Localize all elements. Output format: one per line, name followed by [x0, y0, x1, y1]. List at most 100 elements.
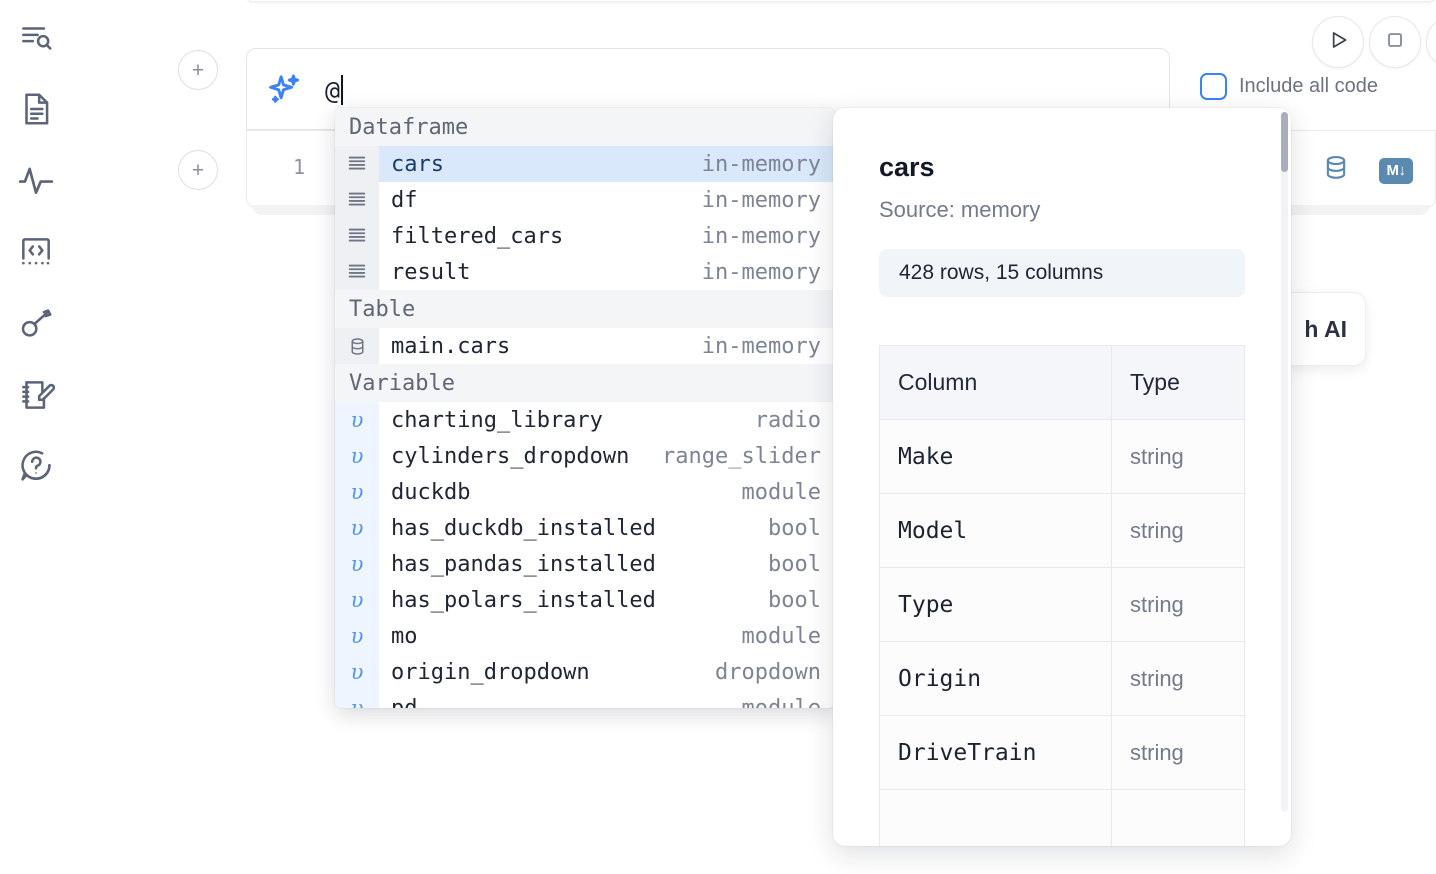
column-name-cell: Model: [879, 493, 1112, 568]
sparkle-ai-icon: [267, 72, 303, 108]
autocomplete-item[interactable]: υ cylinders_dropdown range_slider: [335, 438, 835, 474]
autocomplete-item[interactable]: υ has_pandas_installed bool: [335, 546, 835, 582]
stop-square-icon: [1382, 27, 1408, 58]
column-type-cell: [1111, 789, 1245, 846]
autocomplete-item-type: module: [741, 623, 821, 649]
autocomplete-item-label: filtered_cars: [391, 223, 564, 249]
autocomplete-item-type: module: [741, 479, 821, 505]
more-options-button[interactable]: [1426, 16, 1436, 68]
autocomplete-item-type: bool: [768, 587, 821, 613]
autocomplete-item-type: in-memory: [701, 223, 821, 249]
autocomplete-item-label: charting_library: [391, 407, 603, 433]
autocomplete-item[interactable]: υ has_polars_installed bool: [335, 582, 835, 618]
dataframe-detail-panel: cars Source: memory 428 rows, 15 columns…: [833, 108, 1291, 846]
dataframe-rows-icon: [335, 218, 379, 254]
sidebar-item-explore[interactable]: [14, 16, 58, 60]
stop-button[interactable]: [1369, 16, 1421, 68]
scratchpad-edit-icon: [17, 376, 55, 414]
ai-prompt-value: @: [325, 75, 341, 105]
play-icon: [1325, 27, 1351, 58]
include-all-code-checkbox[interactable]: [1200, 73, 1227, 100]
autocomplete-item-label: has_pandas_installed: [391, 551, 656, 577]
autocomplete-item-type: in-memory: [701, 187, 821, 213]
autocomplete-item-type: bool: [768, 515, 821, 541]
autocomplete-group-header: Variable: [335, 364, 835, 402]
code-brackets-icon: [17, 233, 55, 271]
sidebar-item-secrets[interactable]: [14, 302, 58, 346]
table-row: [879, 789, 1245, 846]
database-icon[interactable]: [1321, 153, 1351, 188]
detail-source: Source: memory: [879, 197, 1041, 222]
autocomplete-item-label: duckdb: [391, 479, 471, 505]
dataframe-rows-icon: [335, 254, 379, 290]
autocomplete-item-label: origin_dropdown: [391, 659, 590, 685]
generate-with-ai-label: h AI: [1304, 315, 1347, 342]
table-header-row: Column Type: [879, 345, 1245, 420]
add-cell-below-button[interactable]: +: [178, 150, 218, 190]
autocomplete-item-type: bool: [768, 551, 821, 577]
autocomplete-item-type: in-memory: [701, 151, 821, 177]
run-button[interactable]: [1312, 16, 1364, 68]
ai-prompt-row: @: [247, 49, 1169, 130]
variable-icon: υ: [335, 618, 379, 654]
help-question-icon: [17, 447, 55, 485]
variable-icon: υ: [335, 546, 379, 582]
markdown-download-icon[interactable]: M↓: [1379, 157, 1413, 184]
autocomplete-item-label: df: [391, 187, 418, 213]
sidebar-item-activity[interactable]: [14, 158, 58, 202]
add-cell-above-button[interactable]: +: [178, 50, 218, 90]
column-name-cell: Type: [879, 567, 1112, 642]
detail-shape-badge: 428 rows, 15 columns: [879, 249, 1245, 297]
detail-scrollbar-thumb[interactable]: [1281, 112, 1288, 172]
autocomplete-item[interactable]: df in-memory: [335, 182, 835, 218]
autocomplete-item-label: has_polars_installed: [391, 587, 656, 613]
outline-search-icon: [17, 19, 55, 57]
sidebar-item-files[interactable]: [14, 87, 58, 131]
plus-icon: +: [191, 58, 205, 82]
database-icon: [335, 328, 379, 364]
cell-tools: M↓: [1321, 153, 1413, 188]
variable-icon: υ: [335, 582, 379, 618]
ai-prompt-input[interactable]: @: [325, 74, 344, 105]
text-caret: [341, 74, 344, 105]
include-all-code-label: Include all code: [1239, 75, 1378, 97]
detail-title: cars: [879, 152, 935, 182]
autocomplete-item-type: in-memory: [701, 259, 821, 285]
sidebar-item-scratchpad[interactable]: [14, 373, 58, 417]
autocomplete-item-label: has_duckdb_installed: [391, 515, 656, 541]
column-type-cell: string: [1111, 493, 1245, 568]
autocomplete-item-label: main.cars: [391, 333, 511, 359]
sidebar-rail: [0, 0, 72, 874]
autocomplete-item-label: pd: [391, 695, 418, 709]
column-name-cell: [879, 789, 1112, 846]
detail-scrollbar-track[interactable]: [1281, 112, 1288, 812]
autocomplete-item[interactable]: filtered_cars in-memory: [335, 218, 835, 254]
autocomplete-item-label: cylinders_dropdown: [391, 443, 630, 469]
sidebar-item-snippets[interactable]: [14, 230, 58, 274]
sidebar-item-help[interactable]: [14, 444, 58, 488]
autocomplete-group-header: Dataframe: [335, 108, 835, 146]
autocomplete-item-type: module: [741, 695, 821, 709]
include-all-code-control[interactable]: Include all code: [1200, 73, 1378, 100]
variable-icon: υ: [335, 402, 379, 438]
column-name-cell: DriveTrain: [879, 715, 1112, 790]
variable-icon: υ: [335, 438, 379, 474]
column-name-cell: Origin: [879, 641, 1112, 716]
autocomplete-item-type: range_slider: [662, 443, 821, 469]
activity-pulse-icon: [17, 161, 55, 199]
column-type-cell: string: [1111, 715, 1245, 790]
